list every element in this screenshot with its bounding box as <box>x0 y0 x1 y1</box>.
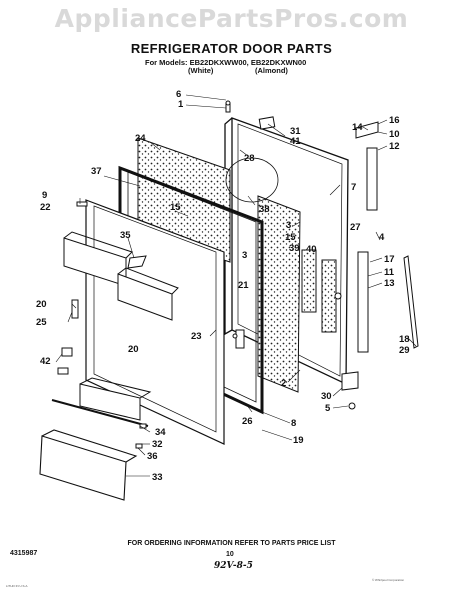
models-line: For Models: EB22DKXWW00, EB22DKXWN00 <box>145 58 307 67</box>
callout-36: 36 <box>147 451 158 462</box>
callout-27: 27 <box>350 222 361 233</box>
leader-lines <box>55 94 417 477</box>
callout-15a: 15 <box>170 202 181 213</box>
callout-23: 23 <box>191 331 202 342</box>
small-hardware <box>57 102 279 449</box>
callout-30: 30 <box>321 391 332 402</box>
callout-15b: 15 <box>285 232 296 243</box>
callout-34: 34 <box>155 427 166 438</box>
callout-9: 9 <box>42 190 47 201</box>
callout-35: 35 <box>120 230 131 241</box>
callout-40: 40 <box>306 244 317 255</box>
callout-17: 17 <box>384 254 395 265</box>
callout-6: 6 <box>176 89 181 100</box>
callout-14: 14 <box>352 122 363 133</box>
ordering-note: FOR ORDERING INFORMATION REFER TO PARTS … <box>127 540 336 547</box>
callout-22: 22 <box>40 202 51 213</box>
callout-11: 11 <box>384 267 395 278</box>
loose-door-bin <box>39 429 138 501</box>
callout-3a: 3 <box>286 220 291 231</box>
callout-31: 31 <box>290 126 301 137</box>
callout-13: 13 <box>384 278 395 289</box>
callout-1: 1 <box>178 99 184 110</box>
callout-33: 33 <box>152 472 163 483</box>
page-number: 10 <box>226 551 234 558</box>
callout-8: 8 <box>291 418 296 429</box>
callout-41: 41 <box>290 136 301 147</box>
fine-print-right: © Whirlpool Corporation <box>372 578 405 582</box>
page-title: REFRIGERATOR DOOR PARTS <box>130 41 333 56</box>
callout-39: 39 <box>289 243 300 254</box>
color-white: (White) <box>188 66 214 75</box>
fine-print-left: LITHO IN U.S.A. <box>6 584 29 588</box>
callout-21: 21 <box>238 280 249 291</box>
callout-19: 19 <box>293 435 304 446</box>
callout-7: 7 <box>351 182 356 193</box>
watermark: AppliancePartsPros.com <box>54 4 409 33</box>
door-shelf-bins <box>63 231 179 321</box>
callout-3b: 3 <box>242 250 247 261</box>
part-number: 4315987 <box>10 550 38 557</box>
callout-5: 5 <box>325 403 331 414</box>
callout-10: 10 <box>389 129 400 140</box>
callout-12: 12 <box>389 141 400 152</box>
callout-37: 37 <box>91 166 102 177</box>
callout-20a: 20 <box>36 299 47 310</box>
callout-24: 24 <box>135 133 146 144</box>
callout-16: 16 <box>389 115 400 126</box>
callout-2: 2 <box>281 378 286 389</box>
callout-28: 28 <box>244 153 255 164</box>
bottom-shelf <box>51 377 152 427</box>
callout-labels: 6 1 31 41 14 16 10 12 24 28 37 7 9 22 15… <box>36 89 410 483</box>
hinge-and-trim <box>225 100 419 410</box>
callout-20b: 20 <box>128 344 139 355</box>
callout-42: 42 <box>40 356 51 367</box>
handwritten-date: 92V-8-5 <box>214 561 253 571</box>
callout-32: 32 <box>152 439 163 450</box>
callout-38: 38 <box>259 204 270 215</box>
callout-25: 25 <box>36 317 47 328</box>
callout-29: 29 <box>399 345 410 356</box>
callout-26: 26 <box>242 416 253 427</box>
color-almond: (Almond) <box>255 66 288 75</box>
callout-4: 4 <box>379 232 385 243</box>
callout-18: 18 <box>399 334 410 345</box>
